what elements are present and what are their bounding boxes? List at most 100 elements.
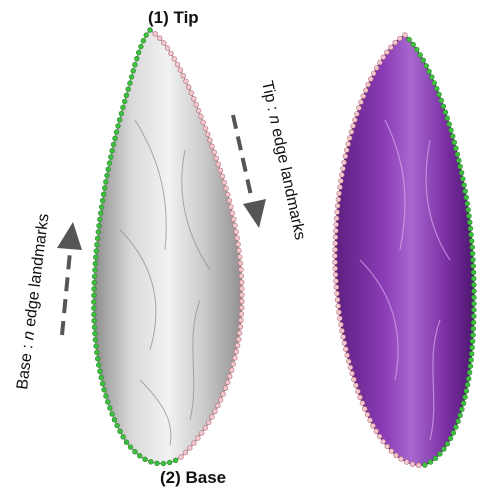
base-edge-landmark (336, 197, 341, 202)
base-edge-landmark (359, 100, 364, 105)
tip-edge-landmark (472, 282, 477, 287)
base-edge-landmark (100, 381, 105, 386)
tip-edge-landmark (470, 245, 475, 250)
tip-edge-landmark (471, 320, 476, 325)
base-edge-landmark (333, 241, 338, 246)
tip-edge-landmark (414, 47, 419, 52)
tip-edge-landmark (169, 51, 174, 56)
tip-edge-landmark (471, 314, 476, 319)
tip-edge-landmark (223, 386, 228, 391)
tip-edge-landmark (239, 318, 244, 323)
base-edge-landmark (99, 375, 104, 380)
tip-edge-landmark (212, 150, 217, 155)
base-edge-landmark (374, 66, 379, 71)
tip-edge-landmark (234, 349, 239, 354)
tip-edge-landmark (233, 223, 238, 228)
tip-edge-landmark (227, 198, 232, 203)
tip-edge-landmark (221, 392, 226, 397)
tip-edge-landmark (470, 345, 475, 350)
tip-edge-landmark (235, 236, 240, 241)
base-edge-landmark (344, 148, 349, 153)
base-edge-landmark (119, 111, 124, 116)
base-edge-landmark (340, 328, 345, 333)
base-edge-landmark (111, 142, 116, 147)
tip-edge-landmark (239, 267, 244, 272)
tip-edge-landmark (230, 211, 235, 216)
tip-edge-landmark (183, 450, 188, 455)
tip-edge-landmark (429, 75, 434, 80)
tip-edge-landmark (199, 431, 204, 436)
base-edge-landmark (122, 99, 127, 104)
tip-edge-landmark (470, 251, 475, 256)
tip-edge-landmark (178, 68, 183, 73)
base-edge-landmark (161, 461, 166, 466)
base-edge-landmark (118, 429, 123, 434)
tip-edge-landmark (203, 425, 208, 430)
base-label: (2) Base (160, 468, 226, 487)
tip-edge-landmark (460, 177, 465, 182)
tip-edge-landmark (457, 158, 462, 163)
base-edge-landmark (346, 142, 351, 147)
base-edge-landmark (107, 161, 112, 166)
base-edge-landmark (393, 40, 398, 45)
tip-edge-landmark (432, 81, 437, 86)
tip-edge-landmark (191, 96, 196, 101)
base-edge-landmark (333, 266, 338, 271)
base-edge-landmark (92, 274, 97, 279)
base-edge-landmark (358, 395, 363, 400)
tip-edge-landmark (467, 370, 472, 375)
base-edge-landmark (333, 260, 338, 265)
tip-edge-landmark (153, 31, 158, 36)
base-edge-landmark (337, 310, 342, 315)
base-edge-landmark (98, 211, 103, 216)
tip-edge-landmark (458, 413, 463, 418)
base-edge-landmark (334, 285, 339, 290)
tip-edge-landmark (213, 409, 218, 414)
base-edge-landmark (416, 463, 421, 468)
tip-edge-landmark (220, 174, 225, 179)
base-edge-landmark (361, 94, 366, 99)
base-edge-landmark (91, 299, 96, 304)
tip-edge-landmark (472, 308, 477, 313)
base-edge-landmark (385, 50, 390, 55)
tip-edge-landmark (423, 463, 428, 468)
base-edge-landmark (341, 166, 346, 171)
base-edge-landmark (121, 434, 126, 439)
base-edge-landmark (144, 33, 149, 38)
tip-edge-landmark (469, 351, 474, 356)
base-edge-landmark (338, 316, 343, 321)
base-edge-landmark (339, 322, 344, 327)
tip-edge-landmark (222, 180, 227, 185)
base-edge-landmark (101, 192, 106, 197)
tip-edge-landmark (201, 120, 206, 125)
tip-edge-landmark (449, 128, 454, 133)
base-edge-landmark (347, 136, 352, 141)
base-edge-landmark (103, 179, 108, 184)
tip-edge-landmark (231, 217, 236, 222)
tip-edge-landmark (447, 122, 452, 127)
tip-edge-landmark (456, 419, 461, 424)
base-edge-landmark (335, 210, 340, 215)
base-edge-landmark (93, 337, 98, 342)
tip-edge-landmark (240, 299, 245, 304)
tip-edge-landmark (455, 152, 460, 157)
tip-edge-landmark (421, 58, 426, 63)
base-edge-landmark (389, 45, 394, 50)
tip-edge-landmark (237, 248, 242, 253)
base-edge-landmark (334, 216, 339, 221)
base-edge-landmark (343, 347, 348, 352)
base-edge-landmark (410, 462, 415, 467)
base-edge-landmark (92, 287, 97, 292)
base-edge-landmark (97, 223, 102, 228)
base-edge-landmark (115, 423, 120, 428)
tip-edge-landmark (214, 156, 219, 161)
tip-edge-landmark (450, 134, 455, 139)
base-edge-landmark (335, 291, 340, 296)
tip-edge-landmark (427, 69, 432, 74)
tip-edge-landmark (237, 331, 242, 336)
base-edge-landmark (345, 353, 350, 358)
tip-edge-landmarks-label: Tip : n edge landmarks (258, 79, 308, 241)
base-edge-landmark (95, 242, 100, 247)
tip-edge-landmark (462, 183, 467, 188)
tip-edge-landmark (239, 274, 244, 279)
